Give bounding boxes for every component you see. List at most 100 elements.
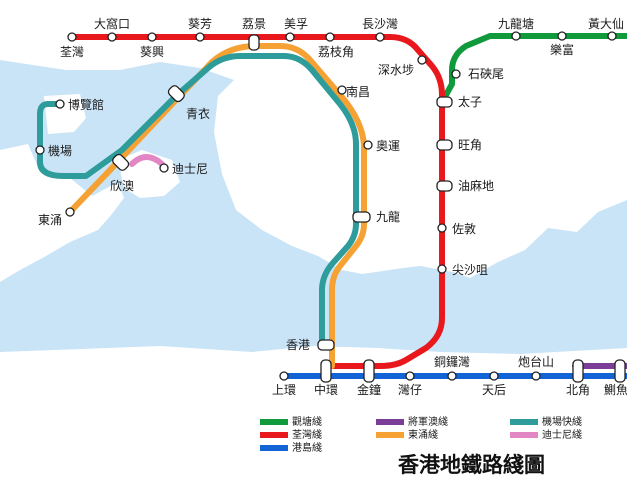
legend-label: 觀塘綫 — [292, 415, 322, 428]
airport-express-line — [37, 53, 359, 347]
label-wan-chai: 灣仔 — [398, 383, 422, 397]
legend-label: 東涌綫 — [408, 428, 438, 441]
label-jordan: 佐敦 — [452, 221, 476, 236]
label-hong-kong: 香港 — [286, 338, 310, 352]
station-wong-tai-sin[interactable]: 黃大仙 — [588, 17, 624, 41]
label-admiralty: 金鐘 — [357, 382, 381, 397]
station-mong-kok[interactable]: 旺角 — [436, 138, 482, 152]
station-nam-cheong[interactable]: 南昌 — [337, 84, 370, 99]
label-tsim-sha-tsui: 尖沙咀 — [452, 263, 488, 277]
station-olympic[interactable]: 奧運 — [363, 139, 400, 153]
label-lai-king: 荔景 — [242, 17, 266, 31]
legend-label: 港島綫 — [292, 441, 322, 454]
legend-item: 觀塘綫 — [260, 415, 322, 428]
station-quarry-bay[interactable]: 鰂魚 — [604, 359, 627, 397]
label-yau-ma-tei: 油麻地 — [458, 178, 494, 193]
legend-item: 將軍澳綫 — [376, 415, 448, 428]
label-olympic: 奧運 — [376, 139, 400, 153]
station-tsing-yi[interactable]: 青衣 — [167, 84, 210, 121]
kwun-tong-line — [439, 33, 627, 105]
station-yau-ma-tei[interactable]: 油麻地 — [436, 178, 494, 193]
label-tsuen-wan: 荃灣 — [60, 45, 84, 59]
label-lok-fu: 樂富 — [550, 42, 574, 57]
legend-label: 荃灣綫 — [292, 428, 322, 441]
station-lai-chi-kok[interactable]: 荔枝角 — [318, 32, 354, 59]
label-tsing-yi: 青衣 — [186, 106, 210, 121]
label-cheung-sha-wan: 長沙灣 — [362, 17, 398, 31]
station-lok-fu[interactable]: 樂富 — [550, 31, 574, 57]
label-sham-shui-po: 深水埗 — [378, 63, 414, 77]
label-mei-foo: 美孚 — [284, 17, 308, 31]
label-wong-tai-sin: 黃大仙 — [588, 17, 624, 31]
legend: 觀塘綫 荃灣綫 港島綫 將軍澳綫 東涌綫 機場快綫 迪士尼綫 — [260, 415, 582, 454]
label-fortress-hill: 炮台山 — [518, 354, 554, 369]
station-prince-edward[interactable]: 太子 — [436, 94, 482, 109]
label-kowloon-tong: 九龍塘 — [498, 16, 534, 31]
stations-layer: 荃灣 大窩口 葵興 葵芳 荔景 美孚 荔枝角 長沙灣 深水埗 太子 旺角 油麻地… — [35, 16, 627, 397]
label-asiaworld-expo: 博覽館 — [68, 97, 104, 112]
station-cheung-sha-wan[interactable]: 長沙灣 — [362, 17, 398, 42]
label-shek-kip-mei: 石硤尾 — [468, 67, 504, 81]
tung-chung-line — [67, 43, 367, 369]
legend-item: 東涌綫 — [376, 428, 438, 441]
station-tai-wo-hau[interactable]: 大窩口 — [94, 16, 130, 42]
station-admiralty[interactable]: 金鐘 — [357, 359, 381, 397]
label-nam-cheong: 南昌 — [346, 84, 370, 99]
station-sham-shui-po[interactable]: 深水埗 — [378, 55, 427, 77]
station-shek-kip-mei[interactable]: 石硤尾 — [451, 67, 504, 81]
label-tung-chung: 東涌 — [38, 213, 62, 227]
legend-item: 機場快綫 — [510, 415, 582, 428]
label-north-point: 北角 — [566, 383, 590, 397]
label-kowloon: 九龍 — [376, 209, 400, 224]
label-airport: 機場 — [48, 143, 72, 158]
station-hong-kong[interactable]: 香港 — [286, 338, 335, 352]
legend-swatch — [510, 419, 538, 425]
station-asiaworld-expo[interactable]: 博覽館 — [55, 97, 104, 112]
station-tsim-sha-tsui[interactable]: 尖沙咀 — [437, 263, 488, 277]
station-tsuen-wan[interactable]: 荃灣 — [60, 32, 84, 59]
label-tai-wo-hau: 大窩口 — [94, 16, 130, 31]
station-kowloon-tong[interactable]: 九龍塘 — [498, 16, 534, 41]
label-sheung-wan: 上環 — [272, 383, 296, 397]
land-lantau — [0, 144, 124, 282]
station-fortress-hill[interactable]: 炮台山 — [518, 354, 554, 381]
legend-swatch — [376, 432, 404, 438]
legend-label: 迪士尼綫 — [542, 428, 582, 441]
station-sunny-bay[interactable]: 欣澳 — [110, 153, 134, 193]
station-wan-chai[interactable]: 灣仔 — [398, 371, 422, 397]
label-sunny-bay: 欣澳 — [110, 179, 134, 193]
station-sheung-wan[interactable]: 上環 — [272, 371, 296, 397]
legend-item: 港島綫 — [260, 441, 322, 454]
station-jordan[interactable]: 佐敦 — [437, 221, 476, 236]
station-kowloon[interactable]: 九龍 — [352, 209, 400, 224]
label-disneyland-resort: 迪士尼 — [172, 162, 208, 176]
legend-swatch — [510, 432, 538, 438]
legend-swatch — [376, 419, 404, 425]
label-kwai-hing: 葵興 — [140, 45, 164, 59]
station-airport[interactable]: 機場 — [35, 143, 72, 158]
label-tin-hau: 天后 — [482, 383, 506, 397]
station-tin-hau[interactable]: 天后 — [482, 371, 506, 397]
station-disneyland-resort[interactable]: 迪士尼 — [159, 162, 208, 176]
station-central[interactable]: 中環 — [314, 359, 338, 397]
station-mei-foo[interactable]: 美孚 — [284, 17, 308, 42]
legend-item: 迪士尼綫 — [510, 428, 582, 441]
station-causeway-bay[interactable]: 銅鑼灣 — [434, 354, 470, 381]
station-tung-chung[interactable]: 東涌 — [38, 207, 75, 227]
legend-swatch — [260, 432, 288, 438]
legend-item: 荃灣綫 — [260, 428, 322, 441]
map-title: 香港地鐵路綫圖 — [398, 453, 545, 477]
station-north-point[interactable]: 北角 — [566, 359, 590, 397]
legend-swatch — [260, 445, 288, 451]
station-kwai-fong[interactable]: 葵芳 — [188, 17, 212, 42]
station-lai-king[interactable]: 荔景 — [242, 17, 266, 51]
land-new-territories — [0, 0, 627, 278]
station-kwai-hing[interactable]: 葵興 — [140, 32, 164, 59]
legend-label: 將軍澳綫 — [408, 415, 448, 428]
label-central: 中環 — [314, 382, 338, 397]
legend-label: 機場快綫 — [542, 415, 582, 428]
label-kwai-fong: 葵芳 — [188, 17, 212, 31]
label-prince-edward: 太子 — [458, 94, 482, 109]
